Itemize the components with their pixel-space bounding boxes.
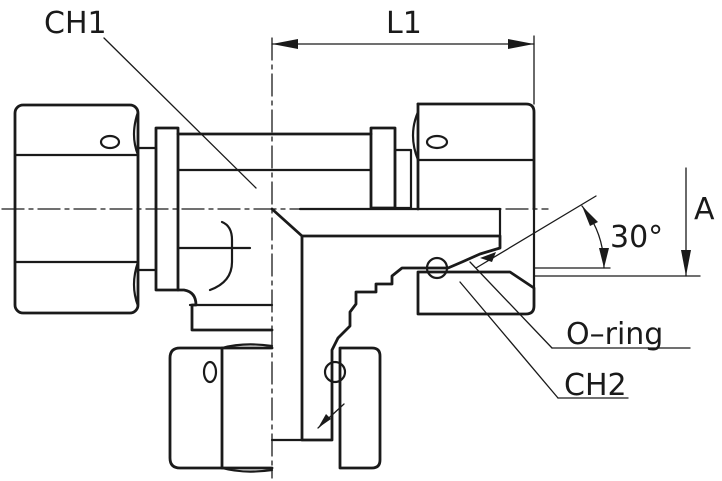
l1-label: L1: [386, 6, 422, 41]
angle-arc: [581, 205, 605, 269]
oring-leader: [469, 261, 553, 349]
angle-arrow-bottom: [599, 248, 609, 268]
l1-arrow-right: [508, 39, 534, 49]
fitting-body-lower-left: [176, 288, 274, 332]
o-ring-bottom: [323, 360, 347, 384]
bottom-oring-arrow: [318, 414, 331, 428]
section-body: [300, 234, 502, 442]
ch1-label: CH1: [44, 6, 107, 41]
right-nut-section: [416, 270, 536, 316]
oring-label: O–ring: [566, 317, 663, 352]
ch2-label: CH2: [564, 368, 627, 403]
ch2-leader: [459, 281, 559, 399]
fitting-body-upper: [176, 132, 373, 250]
o-ring-right: [425, 256, 449, 280]
angle-arrow-top: [582, 206, 598, 226]
angle-label: 30°: [610, 220, 663, 255]
right-collar: [369, 126, 413, 210]
a-arrow: [681, 250, 691, 276]
oring-arrow: [480, 252, 496, 262]
right-hex-nut: [411, 102, 536, 211]
a-label: A: [694, 192, 715, 227]
l1-arrow-left: [272, 39, 298, 49]
ch1-leader: [103, 37, 257, 189]
body-fillet: [208, 220, 234, 292]
bottom-hex-nut: [168, 343, 382, 473]
left-collar: [136, 126, 180, 292]
angle-leg: [475, 195, 597, 269]
section-chamfer: [270, 207, 304, 238]
